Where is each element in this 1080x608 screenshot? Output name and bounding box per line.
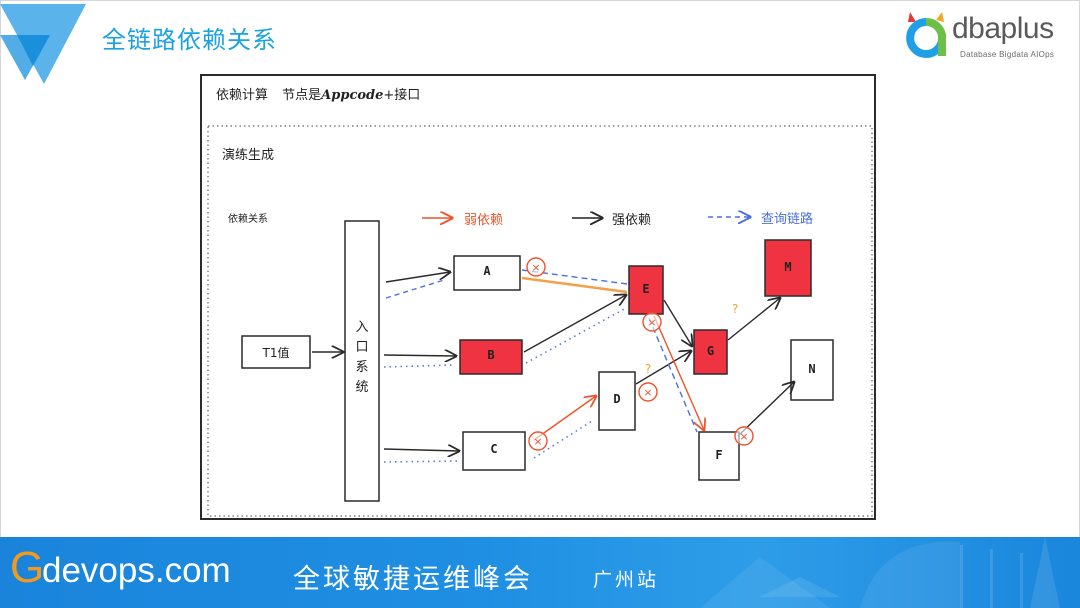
x-icon: × xyxy=(643,386,652,399)
entry-system-label: 入 口 系 统 xyxy=(345,318,379,398)
node-d-label: D xyxy=(613,392,621,406)
node-m xyxy=(764,239,812,297)
node-c xyxy=(462,431,526,471)
node-g-label: G xyxy=(706,344,715,358)
relation-label: 依赖关系 xyxy=(228,214,268,225)
diagram-panel: × × × × × 依赖计算 节点是Appcode+接口 演练生成 依赖关系 弱依赖 强… xyxy=(200,74,876,520)
edge-b-e xyxy=(523,295,626,353)
entry-system-char: 入 xyxy=(355,320,369,335)
edge-entry-c xyxy=(383,449,459,451)
t1-node-label: T1值 xyxy=(262,346,290,360)
slide-logo-triangles xyxy=(0,4,86,84)
query-entry-c xyxy=(383,460,461,463)
failure-markers: × × × × × xyxy=(526,257,754,451)
brand-tagline: Database Bigdata AIOps xyxy=(960,50,1055,59)
node-f xyxy=(698,431,740,481)
node-f-label: F xyxy=(715,448,723,462)
edge-g-m xyxy=(727,298,780,341)
query-a-e xyxy=(521,269,628,285)
diagram-header: 依赖计算 节点是Appcode+接口 xyxy=(216,84,420,103)
query-entry-b xyxy=(383,364,455,368)
footer-site-name: devops.com xyxy=(42,551,231,590)
node-c-label: C xyxy=(490,442,498,456)
failure-marker-e: × xyxy=(642,312,662,332)
subheader-code: Appcode xyxy=(321,88,384,103)
failure-marker-a: × xyxy=(526,257,546,277)
legend-weak-label: 弱依赖 xyxy=(464,213,504,228)
x-icon: × xyxy=(739,430,748,443)
entry-system-char: 口 xyxy=(355,340,369,355)
edge-a-e-weak xyxy=(521,276,628,294)
entry-system-char: 统 xyxy=(355,380,369,395)
x-icon: × xyxy=(531,261,540,274)
logo-triangle-overlap xyxy=(17,35,50,66)
edge-e-f-weak xyxy=(653,315,704,430)
failure-marker-f: × xyxy=(734,426,754,446)
simulation-section-border xyxy=(207,125,873,517)
node-e xyxy=(628,265,664,315)
query-b-e xyxy=(525,307,627,364)
question-mark-d-g: ? xyxy=(645,362,652,376)
node-a xyxy=(453,255,521,291)
section-label: 演练生成 xyxy=(222,148,275,163)
edge-entry-a xyxy=(385,272,450,283)
query-e-f xyxy=(648,317,698,433)
node-b-label: B xyxy=(487,348,495,362)
failure-marker-d: × xyxy=(638,382,658,402)
node-e-label: E xyxy=(642,282,650,296)
brand-name: dbaplus xyxy=(952,12,1054,45)
query-entry-a xyxy=(385,279,445,299)
edge-c-d-weak xyxy=(533,396,596,441)
x-icon: × xyxy=(533,435,542,448)
footer-skyline-decoration xyxy=(700,537,1060,608)
gdevops-g-logo: G xyxy=(10,543,45,592)
edge-entry-b xyxy=(383,355,456,356)
question-mark-g-m: ? xyxy=(732,302,739,316)
brand-logo: dbaplus Database Bigdata AIOps xyxy=(898,8,1078,64)
entry-system-char: 系 xyxy=(355,360,369,375)
node-n-label: N xyxy=(808,362,816,376)
slide-title: 全链路依赖关系 xyxy=(102,26,277,54)
footer-slogan: 全球敏捷运维峰会 xyxy=(293,564,533,595)
node-g xyxy=(693,329,728,375)
header-label: 依赖计算 xyxy=(216,88,269,103)
legend-strong-label: 强依赖 xyxy=(612,213,652,228)
t1-node xyxy=(241,335,311,369)
legend-query-label: 查询链路 xyxy=(761,212,814,227)
edge-d-g xyxy=(635,351,691,385)
node-b xyxy=(459,339,523,375)
edge-e-g xyxy=(663,299,692,346)
node-m-label: M xyxy=(784,260,792,274)
node-n xyxy=(790,339,834,401)
node-a-label: A xyxy=(483,264,491,278)
entry-system-box xyxy=(344,220,380,502)
dependency-diagram: × × × × × xyxy=(207,125,873,517)
x-icon: × xyxy=(647,316,656,329)
footer-banner: G devops.com 全球敏捷运维峰会 广州站 xyxy=(0,537,1080,608)
node-d xyxy=(598,371,636,431)
failure-marker-c: × xyxy=(528,431,548,451)
query-c-d xyxy=(533,420,593,459)
dbaplus-a-icon xyxy=(906,12,947,58)
subheader-prefix: 节点是 xyxy=(282,88,322,103)
footer-city: 广州站 xyxy=(593,569,660,591)
subheader-suffix: +接口 xyxy=(383,88,421,103)
